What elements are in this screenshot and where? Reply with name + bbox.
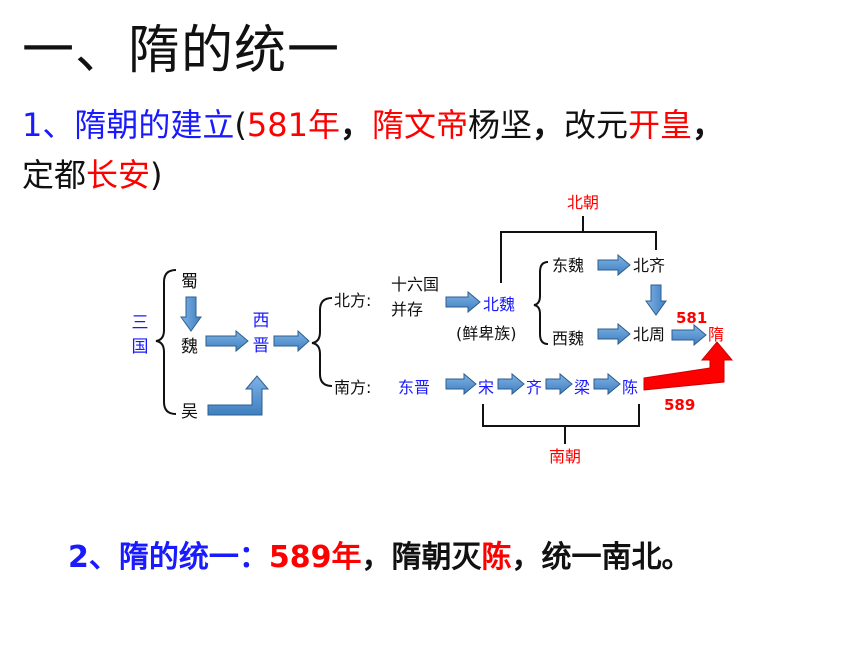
western-wei-label: 西魏 (552, 329, 584, 348)
arrow-right-icon (597, 253, 631, 277)
chen-dynasty: 陈 (481, 540, 512, 575)
year-589-label: 589 (664, 396, 695, 414)
unify-text: 统一南北。 (541, 540, 692, 575)
sixteen-kingdoms-label-1: 十六国 (391, 275, 439, 294)
section2-label: 2、隋的统一： (68, 540, 269, 575)
unification-year: 589年 (268, 540, 362, 575)
comma: ， (532, 106, 565, 144)
emperor-name: 杨坚 (467, 106, 532, 144)
xianbei-label: (鲜卑族) (456, 324, 517, 343)
sui-label: 隋 (708, 325, 724, 344)
three-kingdoms-label-1: 三 (132, 313, 149, 333)
section1-line1: 1、隋朝的建立(581年，隋文帝杨坚，改元开皇， (22, 100, 724, 146)
northern-wei-label: 北魏 (483, 295, 515, 314)
east-west-brace (533, 261, 549, 345)
northern-dynasties-label: 北朝 (567, 193, 599, 212)
sixteen-kingdoms-label-2: 并存 (391, 300, 423, 319)
three-kingdoms-label-2: 国 (132, 337, 149, 357)
red-bent-arrow-icon (643, 341, 734, 391)
liang-label: 梁 (574, 378, 590, 397)
arrow-right-icon (497, 372, 525, 396)
arrow-down-icon (645, 284, 667, 316)
era-name: 开皇 (628, 106, 693, 144)
arrow-right-icon (445, 372, 477, 396)
section1-label: 1、隋朝的建立 (22, 106, 235, 144)
arrow-right-icon (545, 372, 573, 396)
emperor-title: 隋文帝 (371, 106, 468, 144)
southern-bracket (482, 404, 640, 427)
song-label: 宋 (478, 378, 494, 397)
wu-label: 吴 (181, 402, 198, 422)
capital-name: 长安 (86, 156, 151, 194)
capital-prefix: 定都 (22, 156, 87, 194)
southern-dynasties-label: 南朝 (549, 447, 581, 466)
eastern-wei-label: 东魏 (552, 256, 584, 275)
western-jin-label-2: 晋 (253, 336, 270, 356)
year-581-label: 581 (676, 309, 707, 327)
northern-qi-label: 北齐 (633, 256, 665, 275)
northern-bracket (500, 231, 657, 283)
open-paren: ( (234, 106, 247, 144)
wei-label: 魏 (181, 337, 198, 357)
qi-label: 齐 (526, 378, 542, 397)
chen-label: 陈 (622, 378, 638, 397)
arrow-right-icon (671, 323, 707, 347)
western-jin-label-1: 西 (253, 311, 270, 331)
arrow-down-icon (180, 296, 202, 332)
north-label: 北方: (334, 291, 371, 310)
comma: ， (511, 540, 542, 575)
three-kingdoms-brace (155, 269, 177, 415)
section2-line: 2、隋的统一：589年，隋朝灭陈，统一南北。 (68, 532, 692, 576)
era-prefix: 改元 (564, 106, 629, 144)
eastern-jin-label: 东晋 (398, 378, 430, 397)
south-label: 南方: (334, 378, 371, 397)
conquest-text: 隋朝灭 (391, 540, 482, 575)
comma: ， (361, 540, 392, 575)
arrow-right-icon (593, 372, 621, 396)
northern-zhou-label: 北周 (633, 325, 665, 344)
shu-label: 蜀 (181, 272, 198, 292)
close-paren: ) (150, 156, 163, 194)
arrow-right-icon (205, 329, 249, 353)
comma: ， (692, 106, 725, 144)
founding-year: 581年 (246, 106, 340, 144)
page-title: 一、隋的统一 (22, 21, 341, 81)
arrow-right-icon (273, 329, 310, 353)
section1-line2: 定都长安) (22, 150, 163, 196)
arrow-right-icon (597, 322, 631, 346)
arrow-right-icon (445, 290, 481, 314)
bent-arrow-up-icon (207, 375, 270, 416)
north-south-brace (311, 297, 333, 387)
comma: ， (339, 106, 372, 144)
